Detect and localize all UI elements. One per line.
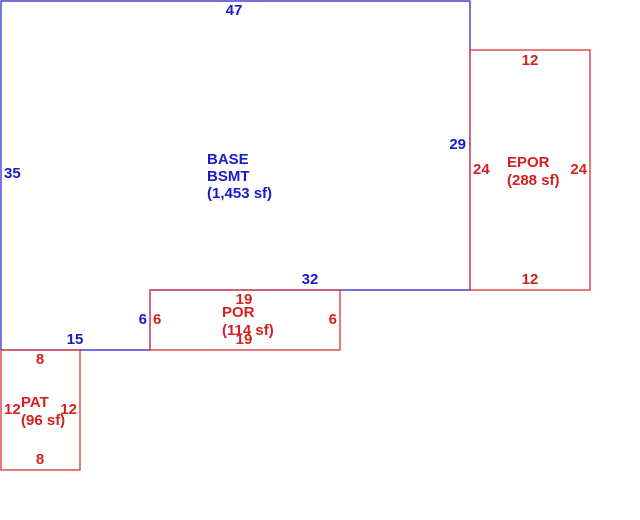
epor-dim-left: 24 [473,161,490,178]
epor-dim-right: 24 [570,161,587,178]
base-dim-step: 6 [139,311,147,328]
por-dim-top: 19 [236,291,253,308]
por-dim-right: 6 [329,311,337,328]
epor-area: EPOR (288 sf) 12 12 24 24 [469,49,591,291]
pat-dim-bottom: 8 [36,451,44,468]
base-dim-right: 29 [449,136,466,153]
pat-dim-left: 12 [4,401,21,418]
por-area: POR (114 sf) 19 19 6 6 [149,289,341,351]
base-area-name-line2: BSMT [207,168,250,185]
base-dim-bottom-right: 32 [302,271,319,288]
por-dim-left: 6 [153,311,161,328]
epor-area-size: (288 sf) [507,172,560,189]
por-dim-bottom: 19 [236,331,253,348]
epor-outline [469,49,591,291]
base-dim-top: 47 [226,2,243,19]
base-dim-left: 35 [4,165,21,182]
epor-dim-top: 12 [522,52,539,69]
por-area-size: (114 sf) [222,322,274,339]
epor-area-name: EPOR [507,154,550,171]
pat-dim-right: 12 [60,401,77,418]
base-area-size: (1,453 sf) [207,185,272,202]
pat-area: PAT (96 sf) 8 8 12 12 [0,349,81,471]
epor-dim-bottom: 12 [522,271,539,288]
base-bsmt-area: BASE BSMT (1,453 sf) 47 35 29 32 6 15 [0,0,471,351]
pat-outline [0,349,81,471]
pat-dim-top: 8 [36,351,44,368]
por-area-name: POR [222,304,255,321]
por-outline [149,289,341,351]
base-area-name-line1: BASE [207,151,249,168]
pat-area-name: PAT [21,394,49,411]
base-dim-bottom-left: 15 [67,331,84,348]
pat-area-size: (96 sf) [21,412,65,429]
